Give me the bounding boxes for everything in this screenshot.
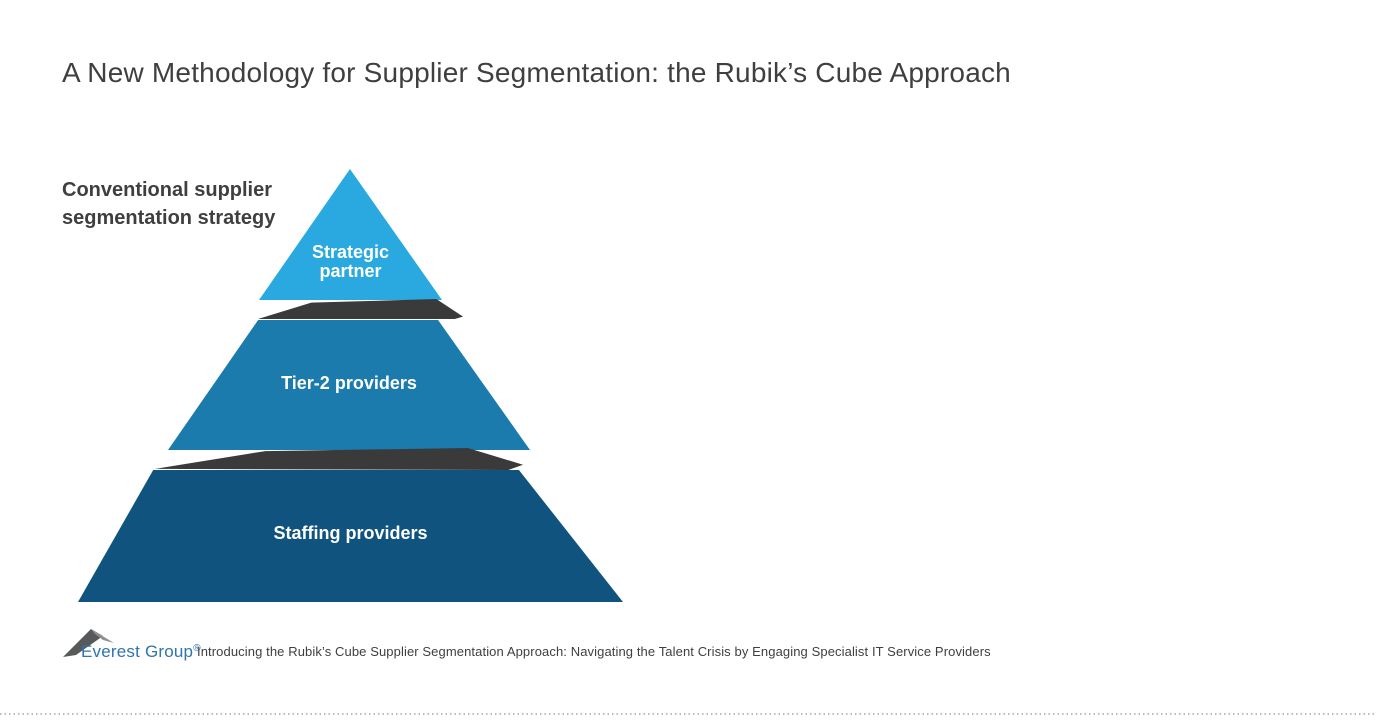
pyramid-tier-staffing-providers: Staffing providers [78, 470, 623, 602]
tier-label-staffing-providers: Staffing providers [273, 522, 428, 543]
logo-wordmark: Everest Group® [81, 642, 201, 662]
registered-trademark-symbol: ® [193, 643, 201, 654]
footer-dotted-divider [0, 713, 1376, 715]
pyramid-tier-2-providers: Tier-2 providers [168, 320, 530, 450]
tier-label-tier-2-providers: Tier-2 providers [281, 372, 417, 393]
tier-shadow-upper [258, 299, 463, 319]
mountain-peak-icon [63, 629, 114, 657]
tier-label-strategic-partner: Strategic partner [311, 242, 390, 281]
tier-shadow-lower [155, 448, 523, 470]
logo-text: Everest Group [81, 642, 194, 661]
everest-group-logo: Everest Group® [62, 626, 212, 662]
annotation-conventional-strategy: Conventional supplier segmentation strat… [62, 179, 276, 229]
footer-caption: Introducing the Rubik’s Cube Supplier Se… [197, 644, 991, 659]
slide-title: A New Methodology for Supplier Segmentat… [62, 57, 1011, 88]
